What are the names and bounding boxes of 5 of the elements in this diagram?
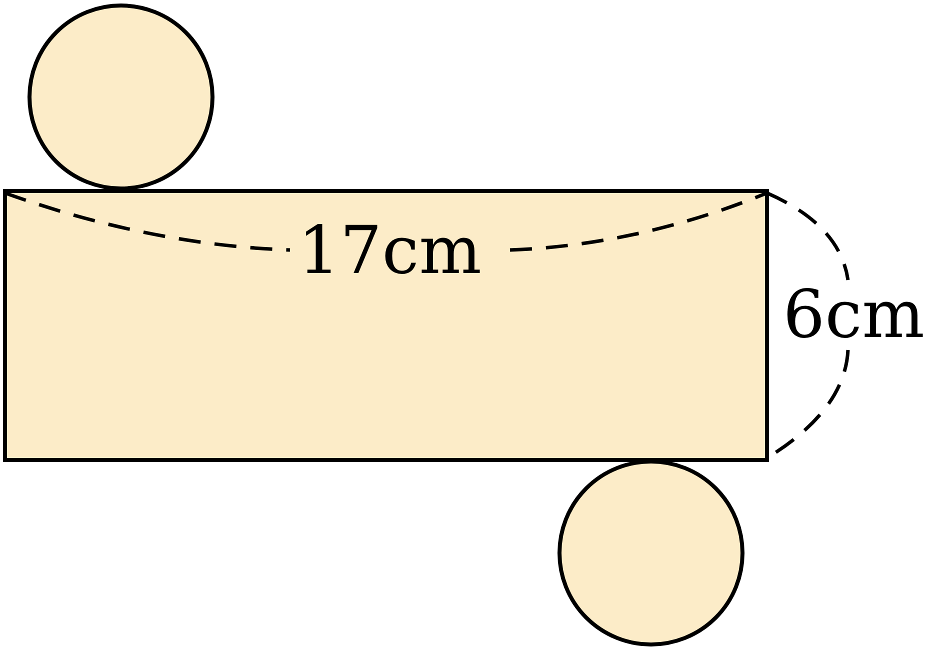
circle-base — [27, 3, 215, 191]
rectangle-side — [3, 189, 769, 462]
dimension-label: 6cm — [783, 282, 925, 348]
dimension-label: 17cm — [298, 218, 482, 284]
circle-base — [557, 459, 745, 647]
